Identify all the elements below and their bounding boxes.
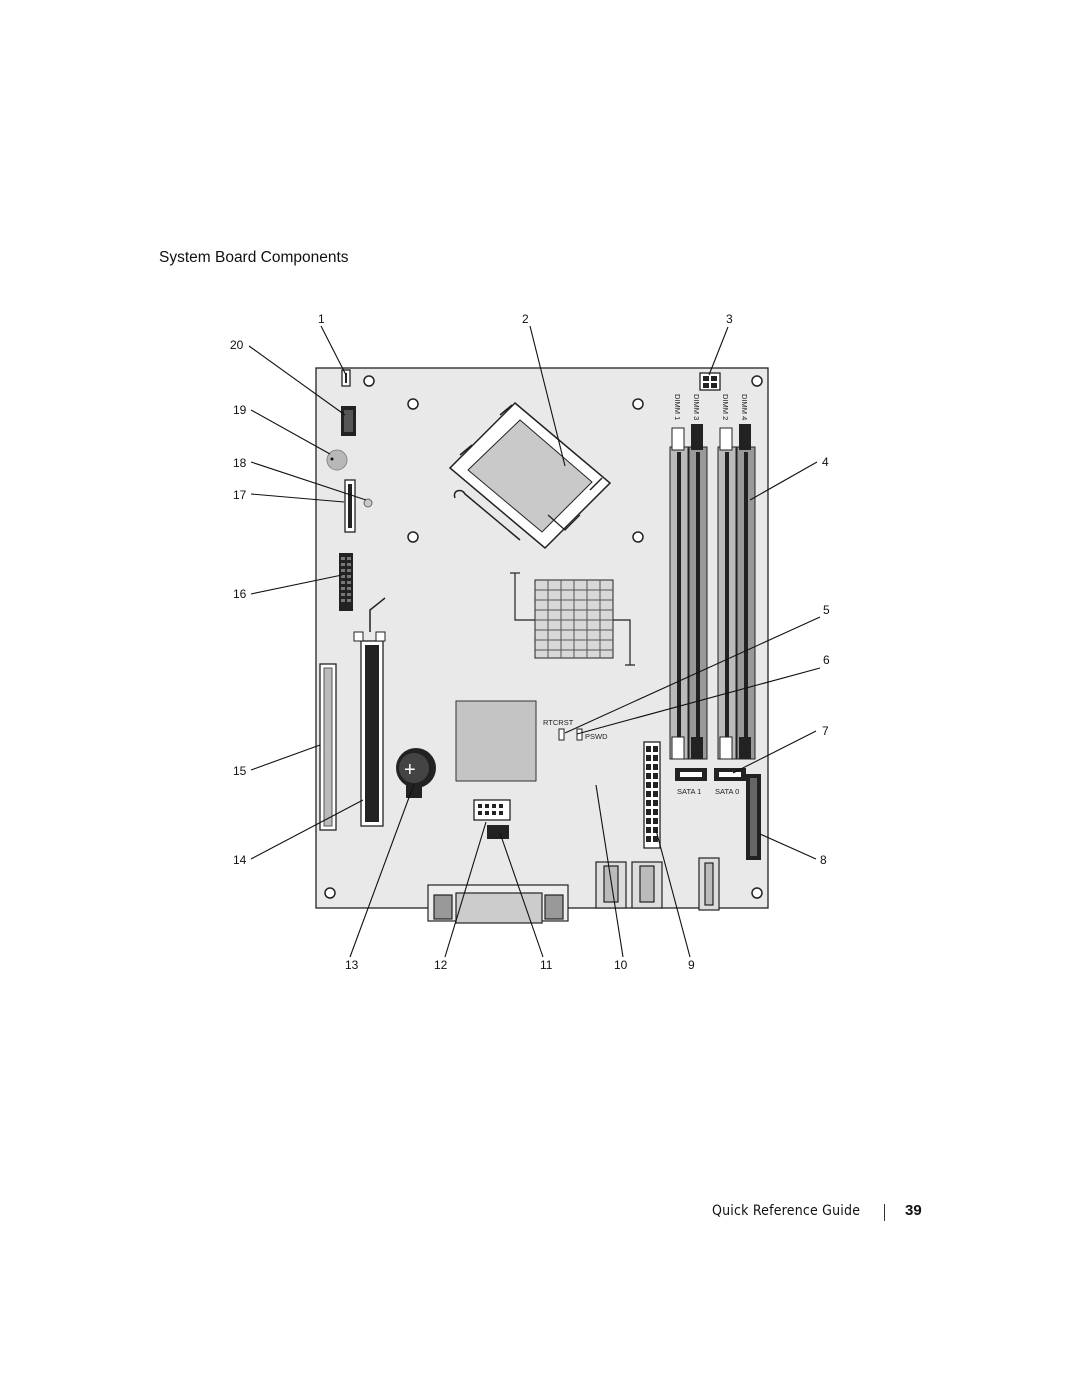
chipset (455, 700, 537, 782)
dimm2-label: DIMM 2 (721, 394, 730, 420)
svg-text:+: + (404, 759, 416, 781)
fan-connector (341, 406, 356, 436)
callout-17: 17 (233, 488, 247, 502)
pci-slot (319, 663, 337, 831)
callout-12: 12 (434, 958, 448, 972)
sata0-label: SATA 0 (715, 787, 739, 796)
callout-15: 15 (233, 764, 247, 778)
sata1-label: SATA 1 (677, 787, 701, 796)
processor-socket (448, 401, 612, 550)
processor-power-connector (699, 372, 721, 391)
intrusion-switch-connector (341, 369, 351, 387)
pswd-label: PSWD (585, 732, 608, 741)
callout-20: 20 (230, 338, 244, 352)
callout-10: 10 (614, 958, 628, 972)
chipset-heat-sink (510, 572, 635, 666)
front-usb-header (339, 553, 353, 611)
callout-2: 2 (522, 312, 529, 326)
callout-18: 18 (233, 456, 247, 470)
callout-8: 8 (820, 853, 827, 867)
page-number: 39 (905, 1202, 922, 1219)
footer-guide-title: Quick Reference Guide (712, 1203, 861, 1219)
dimm3-label: DIMM 3 (692, 394, 701, 420)
pci-express-slot (353, 597, 386, 827)
mounting-holes (324, 375, 763, 899)
rtcrst-label: RTCRST (543, 718, 574, 727)
callout-14: 14 (233, 853, 247, 867)
dimm1-label: DIMM 1 (673, 394, 682, 420)
callout-5: 5 (823, 603, 830, 617)
serial-header (473, 799, 511, 821)
callout-19: 19 (233, 403, 247, 417)
dimm4-label: DIMM 4 (740, 394, 749, 420)
callout-4: 4 (822, 455, 829, 469)
callout-3: 3 (726, 312, 733, 326)
sata-connectors (675, 768, 746, 781)
callout-13: 13 (345, 958, 359, 972)
rtcrst-jumper (558, 728, 565, 741)
callout-16: 16 (233, 587, 247, 601)
front-panel-connector (344, 479, 356, 533)
callout-leader-lines (248, 325, 821, 958)
callout-9: 9 (688, 958, 695, 972)
callout-1: 1 (318, 312, 325, 326)
memory-slots (669, 424, 756, 760)
main-power-connector (643, 741, 661, 849)
floppy-connector (746, 774, 761, 860)
rear-io-connectors (427, 857, 720, 924)
callout-11: 11 (540, 958, 553, 972)
speaker (326, 449, 348, 471)
page-title: System Board Components (159, 249, 349, 266)
footer-separator (884, 1204, 885, 1221)
callout-6: 6 (823, 653, 830, 667)
aux-connector (487, 825, 509, 839)
power-led (363, 498, 373, 508)
battery-socket: + (396, 748, 436, 798)
callout-7: 7 (822, 724, 829, 738)
